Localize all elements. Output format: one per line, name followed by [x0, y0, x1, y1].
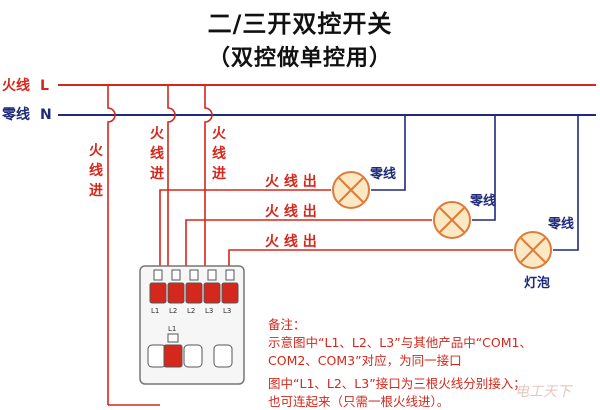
note-line: 图中“L1、L2、L3”接口为三根火线分别接入； [268, 376, 526, 391]
neutral-rail-label: 零线 [1, 106, 30, 123]
live-rail-label: 火线 [2, 77, 30, 94]
live-in-char-1: 火 [89, 143, 104, 159]
neutral-label: 零线 [547, 216, 574, 232]
note-line: 也可连起来（只需一根火线进）。 [268, 394, 450, 409]
terminal-label: L1 [168, 325, 176, 333]
bulb-2 [433, 201, 471, 239]
bulb-1 [332, 171, 370, 209]
note-heading: 备注： [268, 317, 306, 332]
neutral-wires [371, 115, 579, 251]
diagram-title: 二/三开双控开关 [207, 10, 393, 38]
note-line: 示意图中“L1、L2、L3”与其他产品中“COM1、 [268, 335, 532, 350]
live-rail-letter: L [40, 78, 49, 94]
live-out-labels: 火 线 出 火 线 出 火 线 出 [265, 173, 317, 250]
neutral-rail-letter: N [40, 107, 52, 123]
bulb-3 [514, 231, 552, 269]
bulb-label: 灯泡 [524, 275, 550, 291]
terminal-label: L1 [151, 307, 159, 315]
top-terminal-row [149, 269, 239, 304]
neutral-labels: 零线 零线 零线 [369, 166, 574, 232]
live-in-char-2: 线 [150, 145, 164, 162]
neutral-label: 零线 [469, 193, 496, 209]
neutral-label: 零线 [369, 166, 396, 182]
note-line: COM2、COM3”对应，为同一接口 [268, 353, 462, 368]
live-in-char-1: 火 [150, 126, 165, 142]
live-in-char-3: 进 [89, 183, 103, 199]
live-out-label: 火 线 出 [265, 173, 317, 190]
live-in-wires [107, 85, 213, 405]
bottom-terminal-row [147, 333, 233, 368]
live-in-char-1: 火 [212, 126, 227, 142]
switch-body: L1 L2 L2 L3 L3 L1 [139, 265, 245, 385]
live-in-labels: 火 线 进 火 线 进 火 线 进 [89, 126, 227, 199]
live-in-char-2: 线 [212, 145, 226, 162]
live-in-char-2: 线 [89, 162, 103, 179]
terminal-label: L2 [187, 307, 195, 315]
terminal-label: L2 [169, 307, 177, 315]
live-out-wires [159, 189, 513, 268]
live-in-char-3: 进 [212, 166, 226, 182]
watermark: 电工天下 [515, 384, 573, 400]
live-out-label: 火 线 出 [265, 233, 317, 250]
terminal-label: L3 [223, 307, 231, 315]
live-out-label: 火 线 出 [265, 203, 317, 220]
live-in-char-3: 进 [150, 166, 164, 182]
terminal-label: L3 [205, 307, 213, 315]
diagram-subtitle: （双控做单控用） [207, 46, 392, 71]
